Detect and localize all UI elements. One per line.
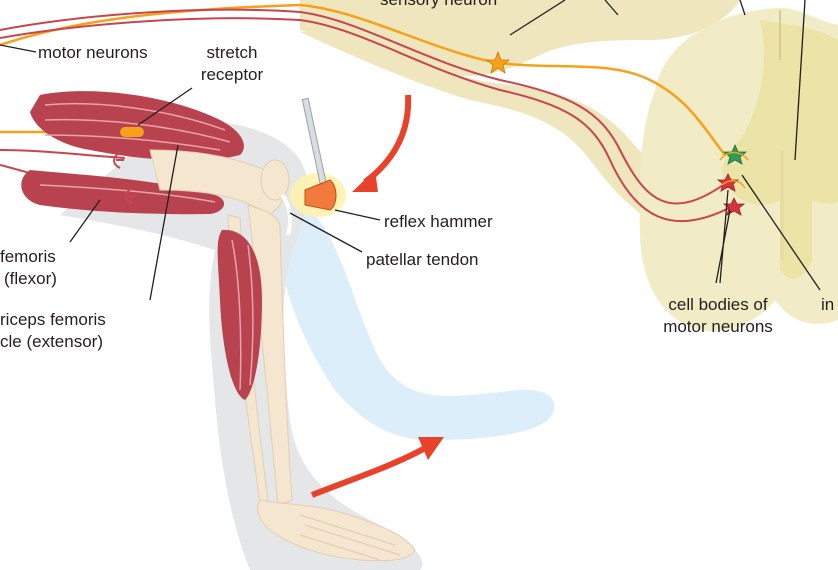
grey-matter <box>722 20 838 279</box>
motor-root-sheath <box>300 30 745 240</box>
motor-nerve-2 <box>0 17 736 223</box>
leader-lines <box>0 0 821 301</box>
motor-neuron-star-1 <box>716 173 740 192</box>
motor-nerve-1 <box>0 8 731 205</box>
interneuron-star <box>722 143 748 165</box>
label-flexor: femoris (flexor) <box>0 246 57 290</box>
label-flexor-line1: femoris <box>0 247 56 266</box>
label-interneuron: in <box>821 295 835 314</box>
extended-leg-ghost <box>275 200 555 440</box>
label-stretch-receptor: stretch receptor <box>193 42 271 86</box>
stretch-receptor <box>120 127 144 137</box>
patella <box>260 159 290 201</box>
label-patellar-tendon: patellar tendon <box>366 250 479 269</box>
label-extensor: riceps femoris cle (extensor) <box>0 309 106 353</box>
label-cell-bodies: cell bodies of motor neurons <box>648 294 788 338</box>
hamstring-muscle <box>21 170 225 215</box>
label-motor-neurons: motor neurons <box>38 43 148 62</box>
reflex-hammer-head <box>304 179 337 211</box>
label-sensory-neuron: sensory neuron <box>380 0 497 11</box>
label-extensor-line1: riceps femoris <box>0 310 106 329</box>
patellar-tendon <box>280 193 292 236</box>
label-extensor-line2: cle (extensor) <box>0 332 103 351</box>
label-reflex-hammer: reflex hammer <box>384 212 493 231</box>
quadriceps-muscle <box>30 91 244 161</box>
strike-arrow <box>363 94 412 185</box>
label-stretch-receptor-line1: stretch <box>206 43 258 62</box>
label-stretch-receptor-line2: receptor <box>200 65 264 84</box>
kick-arrow <box>310 445 427 498</box>
label-flexor-line2: (flexor) <box>4 269 57 288</box>
foot <box>257 499 416 562</box>
sensory-cell-body-star <box>485 50 511 74</box>
sensory-nerve-upper <box>0 3 726 156</box>
motor-nerve-extensor <box>0 149 126 159</box>
label-cell-bodies-line2: motor neurons <box>663 317 773 336</box>
label-cell-bodies-line1: cell bodies of <box>668 295 768 314</box>
